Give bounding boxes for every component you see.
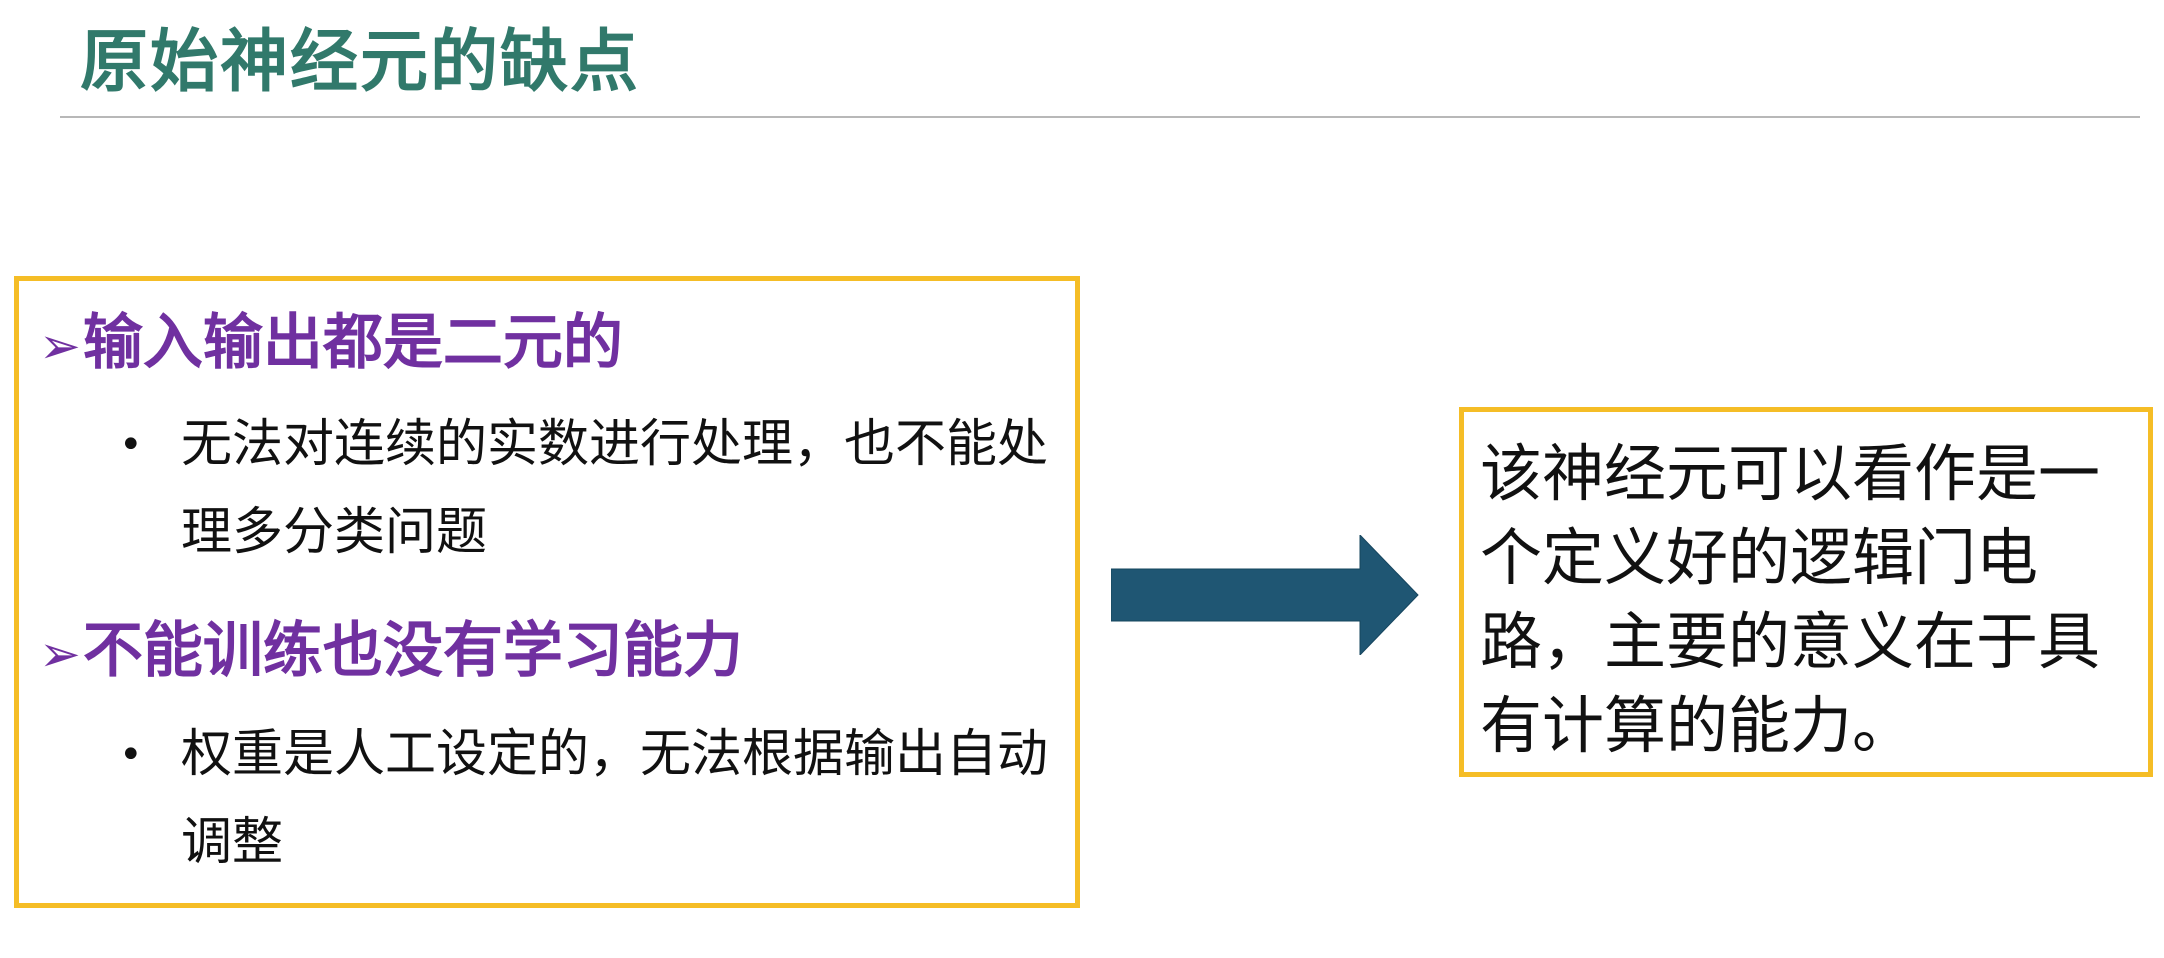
conclusion-text: 该神经元可以看作是一个定义好的逻辑门电路，主要的意义在于具有计算的能力。	[1480, 437, 2101, 762]
drawbacks-box: ➢输入输出都是二元的 • 无法对连续的实数进行处理，也不能处理多分类问题 ➢不能…	[14, 276, 1080, 908]
arrow-bullet-icon: ➢	[39, 625, 81, 683]
bullet-text: 无法对连续的实数进行处理，也不能处理多分类问题	[181, 415, 1049, 562]
arrow-bullet-icon: ➢	[39, 317, 81, 375]
slide-title: 原始神经元的缺点	[80, 23, 641, 102]
bullet-text: 权重是人工设定的，无法根据输出自动调整	[181, 725, 1049, 872]
heading-text: 输入输出都是二元的	[82, 308, 623, 378]
section-heading-2: ➢不能训练也没有学习能力	[39, 611, 743, 694]
title-divider	[60, 116, 2140, 118]
bullet-dot-icon: •	[119, 732, 143, 778]
bullet-item-1: • 无法对连续的实数进行处理，也不能处理多分类问题	[119, 401, 1059, 577]
right-arrow-icon	[1111, 535, 1419, 655]
bullet-dot-icon: •	[119, 422, 143, 468]
bullet-item-2: • 权重是人工设定的，无法根据输出自动调整	[119, 711, 1059, 887]
conclusion-box: 该神经元可以看作是一个定义好的逻辑门电路，主要的意义在于具有计算的能力。	[1459, 407, 2153, 777]
heading-text: 不能训练也没有学习能力	[82, 616, 743, 686]
section-heading-1: ➢输入输出都是二元的	[39, 303, 623, 386]
